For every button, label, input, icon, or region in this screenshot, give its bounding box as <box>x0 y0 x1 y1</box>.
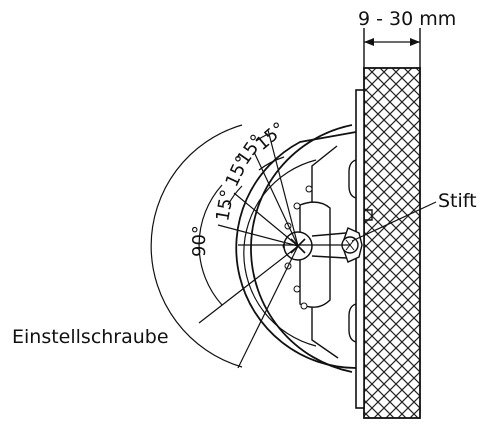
pin-callout: Stift <box>351 190 477 242</box>
wall <box>355 67 421 419</box>
thickness-dimension: 9 - 30 mm <box>358 8 456 70</box>
thickness-label: 9 - 30 mm <box>358 8 456 30</box>
adjust-screw-label: Einstellschraube <box>12 326 169 348</box>
pin-label: Stift <box>438 190 477 212</box>
angle-arcs <box>150 124 350 369</box>
dome-housing <box>235 124 357 373</box>
adjust-screw-callout: Einstellschraube <box>12 246 298 348</box>
wall-brackets <box>348 159 373 343</box>
angle-15-label-a: 15° <box>212 188 238 223</box>
angle-90-label: 90° <box>189 225 210 257</box>
